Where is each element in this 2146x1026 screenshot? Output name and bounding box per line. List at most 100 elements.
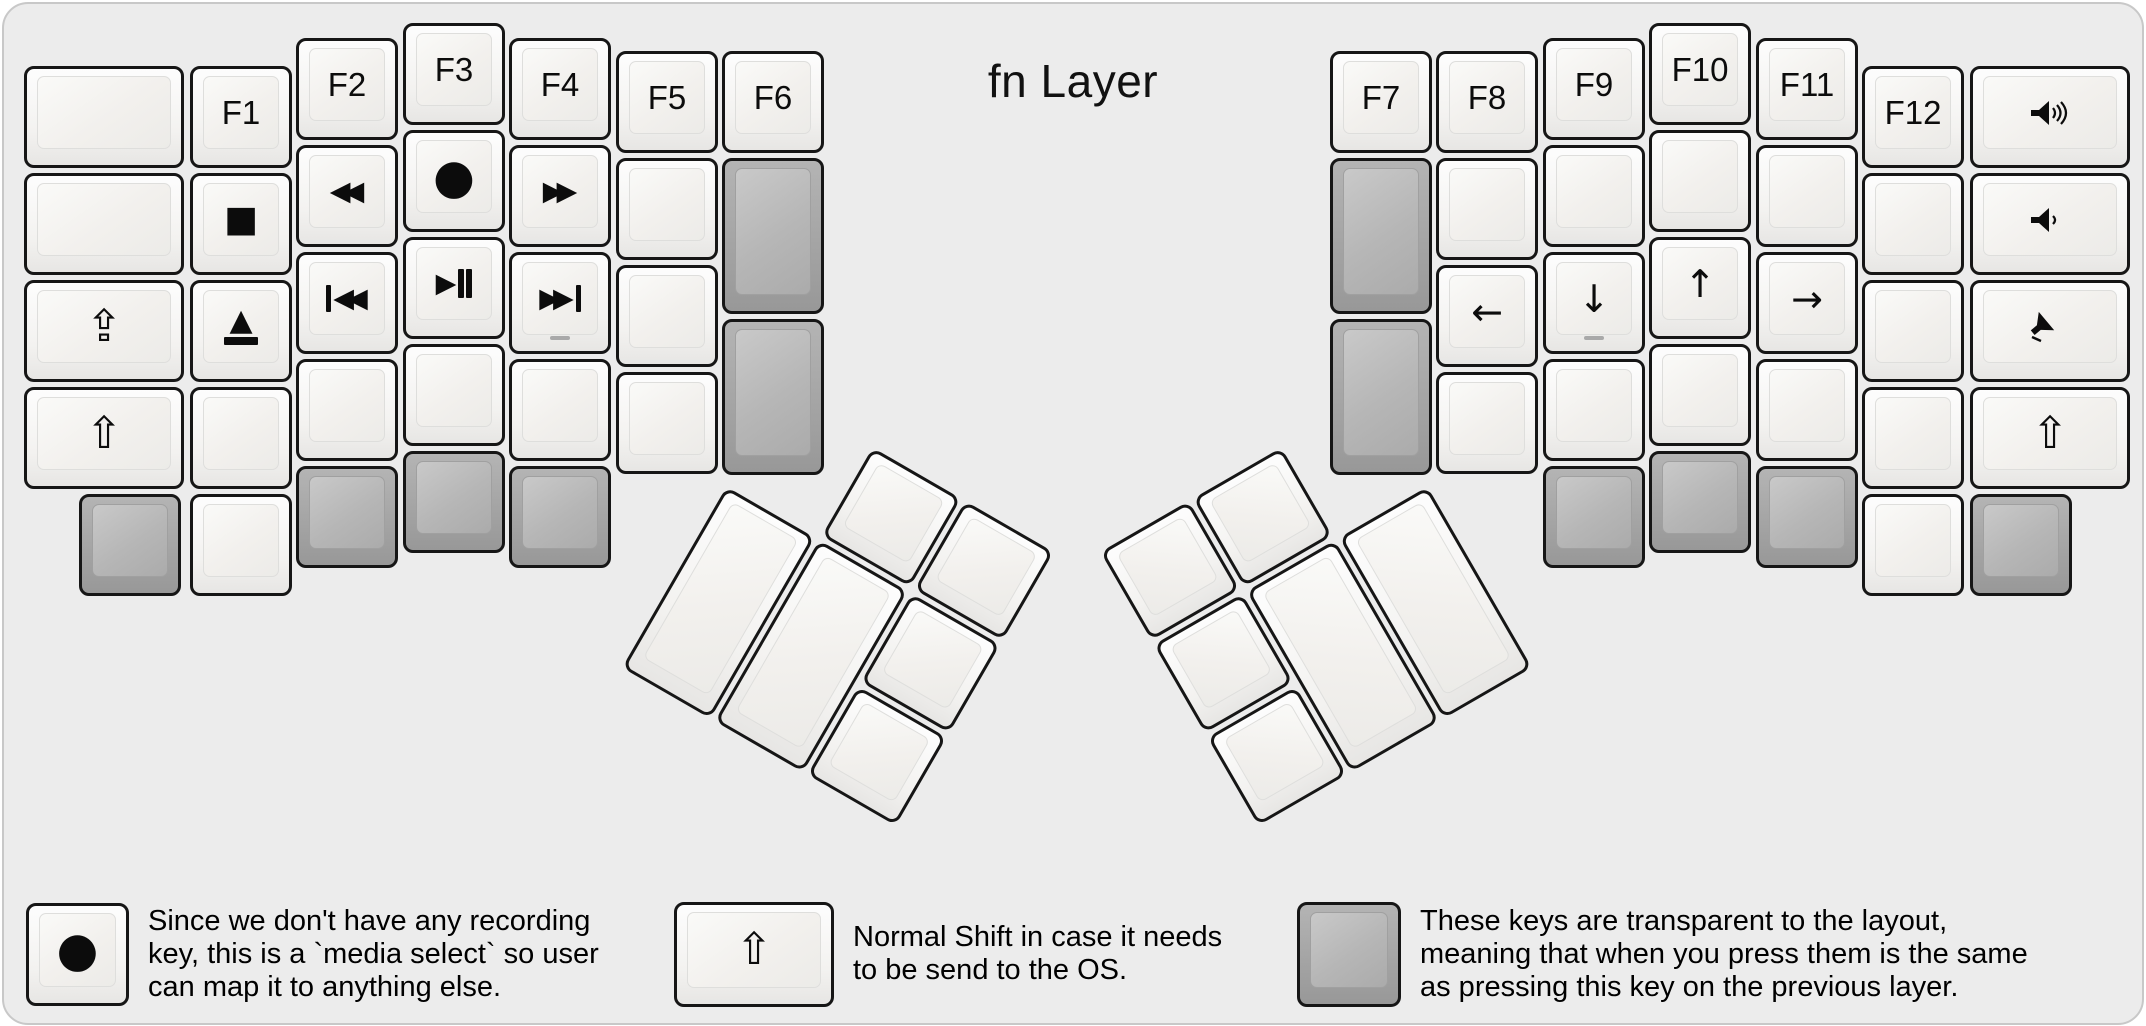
keycap-face [37,76,171,149]
keycap-face: F11 [1769,48,1845,121]
key-transparent [1756,466,1858,568]
key-arrow-up: ↑ [1649,237,1751,339]
keycap-face [92,504,168,577]
keycap-face [522,369,598,442]
keycap-face [828,701,931,803]
key-blank [1543,359,1645,461]
arrow-up-icon: ↑ [1662,247,1738,320]
keycap-face [203,397,279,470]
key-f11: F11 [1756,38,1858,140]
keycap-face [1875,397,1951,470]
key-eject: ▲ [190,280,292,382]
key-transparent [79,494,181,596]
key-transparent [722,158,824,314]
key-f12: F12 [1862,66,1964,168]
legend-text: These keys are transparent to the layout… [1420,905,2028,1004]
keycap-face: F7 [1343,61,1419,134]
key-shift: ⇧ [24,387,184,489]
key-label: F12 [1884,93,1942,131]
key-f9: F9 [1543,38,1645,140]
key-blank [24,66,184,168]
arrow-right-icon: → [1769,262,1845,335]
key-blank [509,359,611,461]
keycap-face: F3 [416,33,492,106]
volume-down-icon [1983,183,2117,256]
legend-line: Since we don't have any recording [148,904,591,937]
key-blank [1436,158,1538,260]
key-transparent [722,319,824,475]
key-blank [1862,280,1964,382]
key-transparent [1543,466,1645,568]
keycap-face [522,476,598,549]
prev-track-icon: ◀◀ [309,262,385,335]
key-blank [1862,387,1964,489]
next-track-icon: ▶▶ [522,262,598,335]
keycap-face [1170,608,1273,711]
mute-icon [1983,290,2117,363]
key-volume-down [1970,173,2130,275]
key-shift-example: ⇧ [674,901,834,1007]
key-f7: F7 [1330,51,1432,153]
play-pause-icon: ▶ [416,247,492,320]
key-label: F3 [434,50,474,88]
keycap-face [1556,155,1632,228]
key-f5: F5 [616,51,718,153]
keycap-face [1116,516,1219,618]
key-volume-up [1970,66,2130,168]
keycap-face [309,476,385,549]
key-f1: F1 [190,66,292,168]
keycap-face: F9 [1556,48,1632,121]
key-f3: F3 [403,23,505,125]
key-record: ● [403,130,505,232]
keycap-face: F5 [629,61,705,134]
legend-line: These keys are transparent to the layout… [1420,904,1948,937]
keycap-face [1662,354,1738,427]
key-blank [296,359,398,461]
legend-item: These keys are transparent to the layout… [1297,900,2028,1008]
key-blank [24,173,184,275]
key-blank [1649,344,1751,446]
key-f8: F8 [1436,51,1538,153]
legend-line: key, this is a `media select` so user [148,937,599,970]
keycap-face [1449,382,1525,455]
key-record-example: ● [26,902,129,1006]
key-label: F9 [1574,65,1614,103]
key-transparent [296,466,398,568]
front-dash-marker [1584,336,1604,340]
key-transparent [1330,158,1432,314]
key-blank [616,158,718,260]
record-icon: ● [39,912,116,987]
key-label: F11 [1779,65,1835,103]
keycap-face [1556,476,1632,549]
keycap-face: F12 [1875,76,1951,149]
keycap-face: F10 [1662,33,1738,106]
key-blank [1862,173,1964,275]
key-f10: F10 [1649,23,1751,125]
key-blank [1543,145,1645,247]
key-blank [190,387,292,489]
keycap-face [629,168,705,241]
keycap-face [1343,168,1419,295]
key-label: F4 [540,65,580,103]
key-prev-track: ◀◀ [296,252,398,354]
keycap-face [881,608,984,711]
key-label: F7 [1361,78,1401,116]
keycap-face [842,462,945,564]
key-blank [403,344,505,446]
key-label: F8 [1467,78,1507,116]
keycap-face [735,168,811,295]
eject-icon: ▲ [203,290,279,363]
key-play-pause: ▶ [403,237,505,339]
key-label: F5 [647,78,687,116]
volume-up-icon [1983,76,2117,149]
key-blank [616,372,718,474]
keycap-face [1662,140,1738,213]
key-arrow-left: ← [1436,265,1538,367]
key-transparent [509,466,611,568]
key-arrow-down: ↓ [1543,252,1645,354]
key-rewind: ◀◀ [296,145,398,247]
keycap-face [37,183,171,256]
keycap-face [1449,168,1525,241]
